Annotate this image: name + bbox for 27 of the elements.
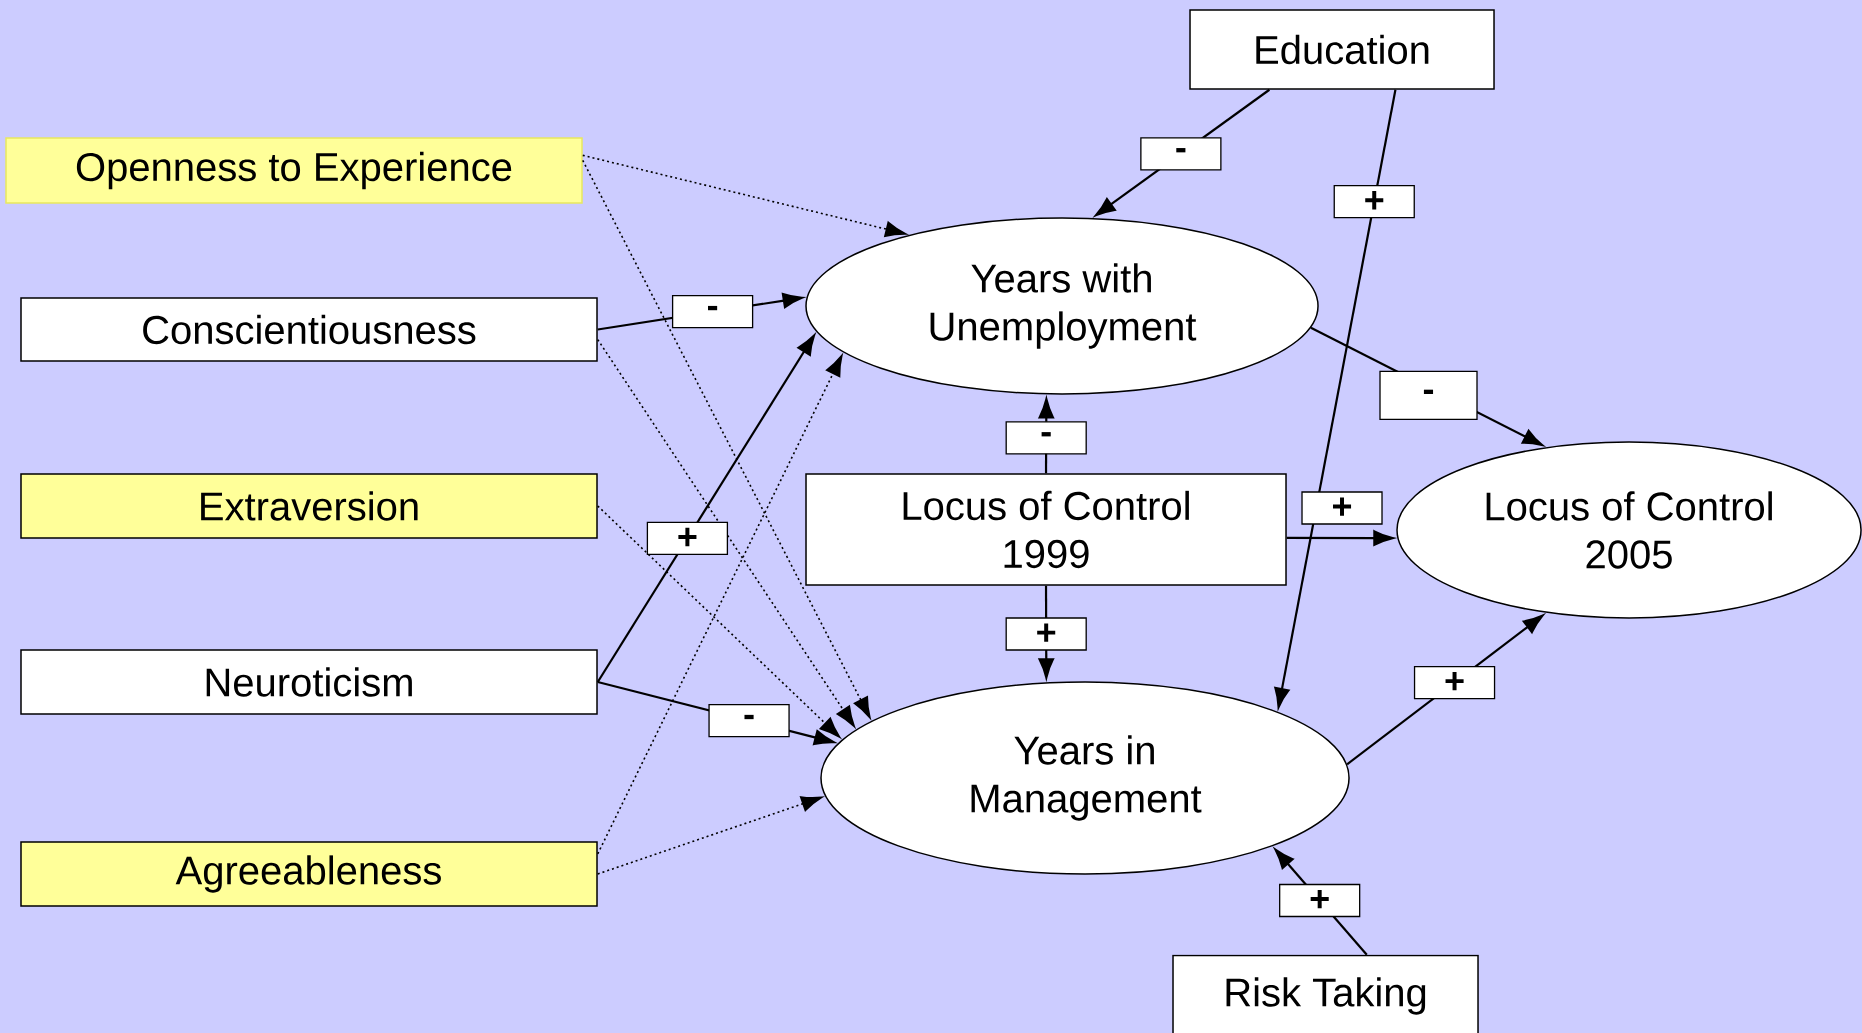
variable-box: Locus of Control 1999: [805, 473, 1287, 586]
variable-box: Extraversion: [20, 473, 598, 539]
arrow: [1274, 89, 1397, 709]
edge-label: +: [1301, 491, 1383, 525]
variable-box: Education: [1189, 9, 1495, 90]
edge-label: +: [1005, 617, 1087, 651]
edge-label: -: [708, 703, 790, 738]
arrow: [596, 334, 815, 683]
variable-box: Neuroticism: [20, 649, 598, 715]
arrow: [596, 505, 841, 738]
edge-label: -: [1379, 370, 1478, 421]
arrow: [596, 338, 856, 728]
arrow: [581, 159, 871, 719]
variable-box: Conscientiousness: [20, 297, 598, 362]
variable-box: Agreeableness: [20, 841, 598, 907]
arrow: [1286, 530, 1394, 546]
arrow: [581, 154, 907, 237]
variable-box: Risk Taking: [1172, 954, 1479, 1033]
arrow: [596, 796, 823, 875]
arrow: [596, 354, 843, 855]
edge-label: -: [1005, 421, 1087, 455]
edge-label: +: [646, 521, 729, 556]
edge-label: +: [1279, 883, 1361, 918]
edge-label: -: [1140, 137, 1222, 171]
variable-box: Openness to Experience: [5, 137, 583, 204]
edge-label: +: [1413, 665, 1496, 700]
edge-label: +: [1333, 185, 1415, 219]
